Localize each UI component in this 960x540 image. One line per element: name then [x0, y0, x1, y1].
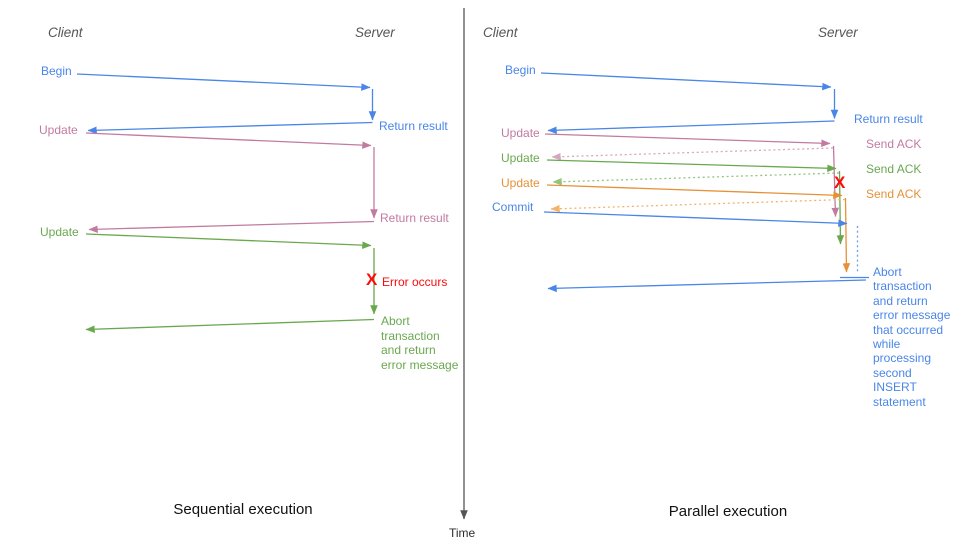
time-axis-label: Time: [449, 526, 476, 540]
right-send-ack-3-arrow: [550, 198, 846, 213]
right-send-ack-2-arrow: [552, 172, 840, 186]
left-abort-return-arrow: [85, 318, 375, 333]
left-client-header: Client: [48, 25, 83, 40]
right-commit-label: Commit: [492, 200, 534, 214]
left-return-result-1-label: Return result: [379, 119, 448, 133]
left-update-1-request-arrow: [85, 132, 372, 149]
left-server-header: Server: [355, 25, 395, 40]
left-update-1-label: Update: [39, 123, 78, 137]
right-error-x-icon: X: [834, 173, 846, 192]
right-commit-request-arrow: [543, 211, 848, 227]
right-server-processing-pink: [831, 145, 840, 217]
left-error-occurs-label: Error occurs: [382, 275, 448, 289]
right-panel-title: Parallel execution: [668, 503, 788, 520]
left-error-x-icon: X: [366, 270, 378, 289]
left-sequential-arrows: [76, 73, 378, 333]
right-server-processing-orange: [842, 197, 851, 273]
right-update-2-request-arrow: [546, 159, 837, 173]
left-panel-title: Sequential execution: [173, 501, 313, 518]
right-server-header: Server: [818, 25, 858, 40]
right-parallel-arrows: [540, 72, 869, 293]
right-send-ack-1-arrow: [551, 147, 834, 161]
left-return-result-1-arrow: [87, 121, 373, 135]
right-abort-return-arrow: [547, 279, 867, 293]
right-return-result-arrow: [547, 120, 835, 135]
right-return-result-label: Return result: [854, 112, 923, 126]
right-update-3-label: Update: [501, 176, 540, 190]
right-update-2-label: Update: [501, 151, 540, 165]
left-return-result-2-label: Return result: [380, 211, 449, 225]
left-update-2-label: Update: [40, 225, 79, 239]
left-begin-label: Begin: [41, 64, 72, 78]
right-server-processing-green: [836, 170, 845, 245]
right-update-1-request-arrow: [544, 133, 831, 148]
left-begin-request-arrow: [76, 73, 371, 91]
left-abort-transaction-label: Abort transaction and return error messa…: [381, 314, 459, 372]
right-update-1-label: Update: [501, 126, 540, 140]
right-send-ack-1-label: Send ACK: [866, 137, 922, 151]
left-return-result-2-arrow: [88, 220, 375, 234]
right-send-ack-2-label: Send ACK: [866, 162, 922, 176]
right-begin-request-arrow: [540, 72, 832, 91]
right-client-header: Client: [483, 25, 518, 40]
right-begin-label: Begin: [505, 63, 536, 77]
right-abort-transaction-label: Abort transaction and return error messa…: [873, 265, 951, 409]
right-update-3-request-arrow: [546, 184, 843, 199]
right-send-ack-3-label: Send ACK: [866, 187, 922, 201]
left-update-2-request-arrow: [85, 233, 372, 249]
